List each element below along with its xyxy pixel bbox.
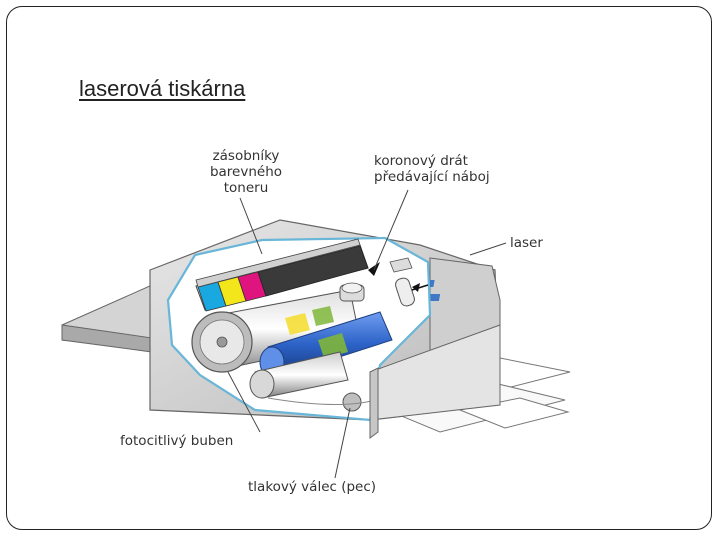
- corona-wire: [339, 282, 365, 302]
- photosensitive-drum: [191, 289, 361, 373]
- transfer-roller: [259, 311, 393, 378]
- label-toner-line-3: toneru: [223, 180, 269, 196]
- input-tray: [61, 284, 153, 353]
- label-toner-containers: zásobníky barevného toneru: [196, 148, 296, 196]
- label-toner-line-2: barevného: [209, 164, 283, 180]
- front-cover: [369, 324, 501, 439]
- label-corona-line-2: předávající náboj: [374, 169, 490, 185]
- slide-title: laserová tiskárna: [79, 76, 246, 101]
- label-fuser-roller: tlakový válec (pec): [248, 479, 377, 495]
- label-corona-line-1: koronový drát: [374, 153, 468, 169]
- label-photosensitive-drum: fotocitlivý buben: [120, 433, 234, 449]
- laser-unit: [389, 257, 429, 307]
- leader-lines: [227, 189, 507, 479]
- label-laser: laser: [510, 235, 543, 251]
- toner-cartridges: [195, 238, 369, 312]
- label-toner-line-1: zásobníky: [212, 148, 280, 164]
- fuser-roller: [249, 351, 362, 412]
- label-corona-wire: koronový drát předávající náboj: [374, 153, 490, 185]
